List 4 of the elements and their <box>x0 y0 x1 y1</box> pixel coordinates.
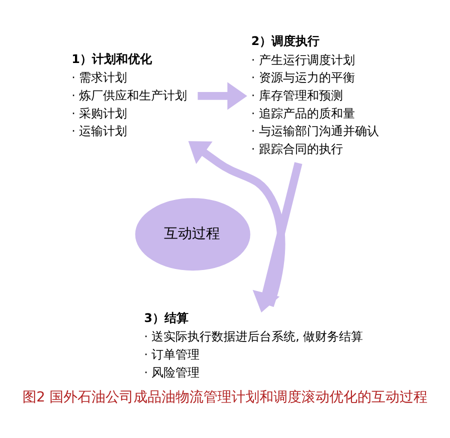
node-text: 2）调度执行 · 产生运行调度计划 · 资源与运力的平衡 · 库存管理和预测 · 追踪产品的质和量 · 与运输部门沟通并确认 · 跟踪合同的执行 <box>251 34 379 156</box>
node-text: 1）计划和优化 · 需求计划 · 炼厂供应和生产计划 · 采购计划 · 运输计划 <box>72 52 188 138</box>
caption: 图2 国外石油公司成品油物流管理计划和调度滚动优化的互动过程 <box>22 389 428 406</box>
node-text: 3）结算 · 送实际执行数据进后台系统, 做财务结算 · 订单管理 · 风险管理 <box>144 310 364 380</box>
